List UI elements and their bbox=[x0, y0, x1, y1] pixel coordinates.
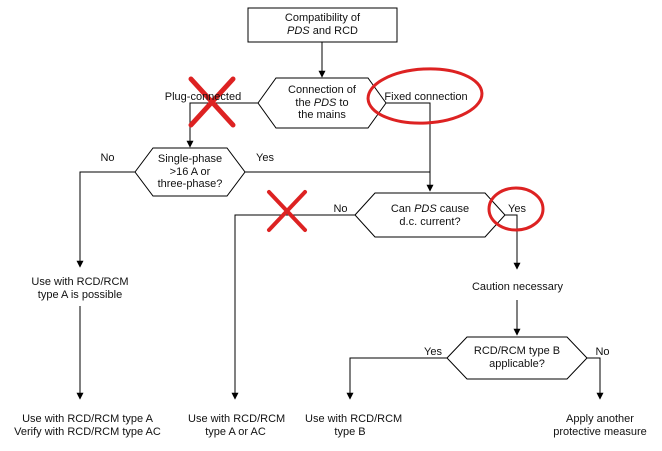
node-dc-current-label: Can PDS cause d.c. current? bbox=[390, 203, 470, 228]
red-annotations bbox=[188, 67, 545, 232]
type-b-decision-shape bbox=[446, 336, 588, 380]
edge-dc-yes bbox=[505, 214, 521, 270]
edge-label-single-phase-yes: Yes bbox=[256, 152, 274, 164]
red-cross-dc-no-icon bbox=[267, 190, 307, 232]
edge-dc-no bbox=[231, 214, 355, 400]
node-type-a-possible-label: Use with RCD/RCM type A is possible bbox=[31, 276, 129, 301]
edge-label-single-phase-no: No bbox=[100, 152, 115, 164]
connector-lines bbox=[76, 42, 604, 400]
terminal-type-b: Use with RCD/RCM type B bbox=[305, 413, 403, 438]
edge-type-b-no bbox=[587, 357, 604, 400]
single-phase-decision-shape bbox=[134, 147, 246, 197]
node-caution-label: Caution necessary bbox=[471, 281, 564, 293]
connection-decision-shape bbox=[257, 77, 387, 129]
terminal-type-a-verify-ac: Use with RCD/RCM type A Verify with RCD/… bbox=[14, 413, 161, 438]
node-start-label: Compatibility of PDS and RCD bbox=[248, 12, 397, 37]
red-cross-plug-connected-icon bbox=[188, 76, 236, 128]
terminal-type-a-or-ac: Use with RCD/RCM type A or AC bbox=[188, 413, 286, 438]
red-ellipse-fixed-connection-icon bbox=[366, 67, 484, 125]
edge-fixed-connection bbox=[386, 102, 434, 192]
start-box-shape bbox=[247, 7, 398, 43]
edge-single-phase-no bbox=[76, 171, 135, 268]
node-start-line2: PDS and RCD bbox=[287, 24, 358, 37]
red-ellipse-yes-icon bbox=[487, 186, 545, 232]
edge-type-b-yes bbox=[346, 357, 447, 400]
node-single-phase-label: Single-phase >16 A or three-phase? bbox=[157, 153, 223, 190]
node-shapes bbox=[134, 7, 588, 380]
dc-current-decision-shape bbox=[354, 192, 506, 238]
edge-label-plug-connected: Plug-connected bbox=[164, 91, 242, 103]
edge-label-dc-no: No bbox=[333, 203, 348, 215]
edge-label-dc-yes: Yes bbox=[508, 203, 526, 215]
terminal-other-measure: Apply another protective measure bbox=[553, 413, 647, 438]
node-connection-label: Connection of the PDS to the mains bbox=[288, 84, 356, 121]
edge-label-type-b-no: No bbox=[595, 346, 610, 358]
node-start-line1: Compatibility of bbox=[284, 12, 361, 24]
edge-plug-connected bbox=[186, 102, 258, 148]
edge-label-type-b-yes: Yes bbox=[424, 346, 442, 358]
node-type-b-label: RCD/RCM type B applicable? bbox=[473, 345, 561, 370]
edge-label-fixed-connection: Fixed connection bbox=[384, 91, 468, 103]
